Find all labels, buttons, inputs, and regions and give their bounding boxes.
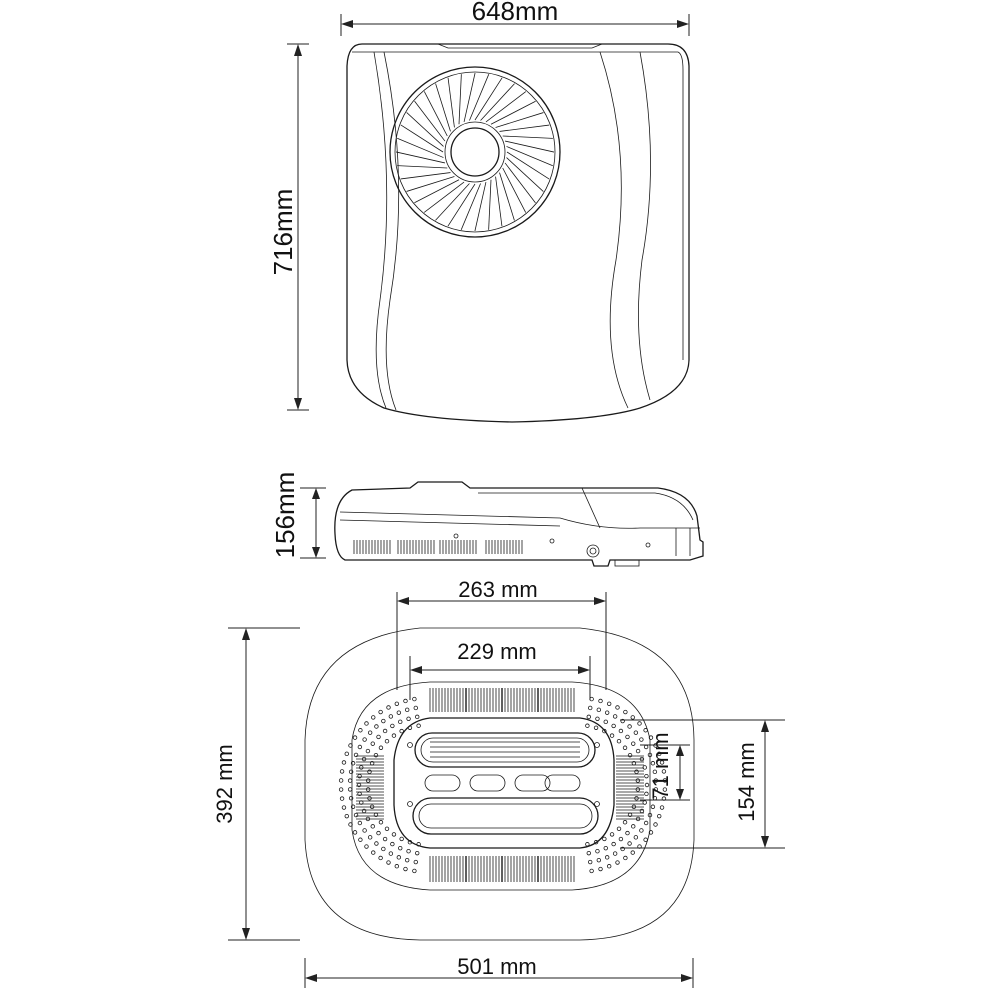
interior-panel-outline <box>304 627 695 941</box>
overall-width-label: 501 mm <box>457 954 536 979</box>
width-label: 648mm <box>472 0 559 26</box>
vent-slats <box>356 688 644 882</box>
height-dimension: 156mm <box>270 472 326 559</box>
vent-dot-pattern <box>338 696 668 874</box>
inner-height-dimension: 71 mm <box>640 732 690 801</box>
outer-height-dimension: 154 mm <box>620 719 785 849</box>
side-vents <box>353 533 651 554</box>
depth-label: 392 mm <box>212 744 237 823</box>
inner-width-dimension: 229 mm <box>409 639 591 700</box>
fan-grille <box>389 66 561 238</box>
side-view: 156mm <box>270 472 704 567</box>
grille-outline <box>351 681 651 891</box>
outer-width-dimension: 263 mm <box>396 577 607 690</box>
unit-side-outline <box>334 481 704 567</box>
depth-dimension: 392 mm <box>212 627 300 941</box>
overall-width-dimension: 501 mm <box>304 954 694 988</box>
outer-height-label: 154 mm <box>734 742 759 821</box>
width-dimension: 648mm <box>340 0 690 36</box>
top-view: 648mm 716mm <box>268 0 690 423</box>
bottom-view: 263 mm 229 mm 392 mm 154 mm <box>212 577 785 988</box>
inner-width-label: 229 mm <box>457 639 536 664</box>
center-panel <box>393 717 615 849</box>
length-label: 716mm <box>268 189 298 276</box>
height-label: 156mm <box>270 472 300 559</box>
unit-top-outline <box>346 43 690 423</box>
length-dimension: 716mm <box>268 43 309 411</box>
upper-outlet <box>414 732 596 768</box>
outer-width-label: 263 mm <box>458 577 537 602</box>
lower-intake <box>412 797 599 835</box>
inner-height-label: 71 mm <box>648 732 673 799</box>
